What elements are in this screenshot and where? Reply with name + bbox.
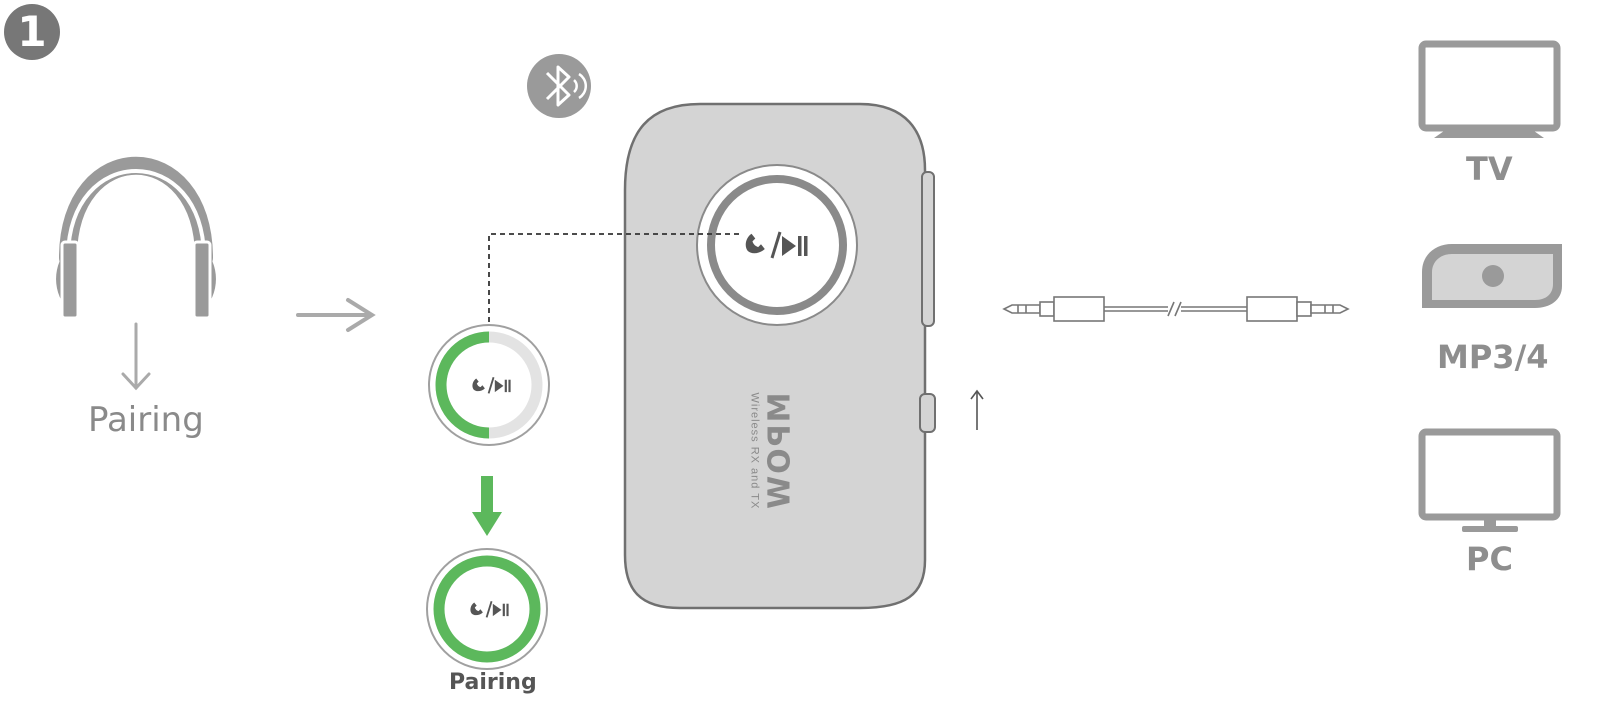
mp3-player-icon	[1422, 244, 1562, 308]
green-down-arrow-icon	[472, 476, 502, 536]
phone-play-pause-icon	[470, 600, 509, 618]
phone-play-pause-icon	[472, 376, 511, 394]
device-subtitle: Wireless RX and TX	[748, 392, 761, 510]
mp3-label: MP3/4	[1437, 338, 1549, 376]
leader-line	[488, 233, 742, 322]
monitor-icon	[1418, 428, 1561, 532]
pc-label: PC	[1466, 540, 1513, 578]
tv-label: TV	[1466, 150, 1513, 188]
device-brand-logo: MPOW	[762, 392, 798, 511]
aux-cable-icon	[1002, 296, 1350, 322]
tv-icon	[1418, 40, 1561, 138]
headphones-icon	[56, 156, 216, 320]
pairing-label-headphones: Pairing	[88, 400, 204, 440]
step-number-badge: 1	[4, 4, 60, 60]
pairing-button-solid	[426, 548, 548, 670]
pairing-label-button: Pairing	[449, 670, 537, 695]
up-arrow-icon	[970, 389, 984, 430]
right-arrow-icon	[296, 298, 376, 332]
device-branding: MPOW Wireless RX and TX	[749, 393, 798, 533]
bluetooth-signal-icon	[527, 54, 591, 118]
phone-play-pause-icon	[745, 231, 808, 259]
down-arrow-icon	[121, 322, 151, 391]
pairing-button-flashing	[428, 324, 550, 446]
